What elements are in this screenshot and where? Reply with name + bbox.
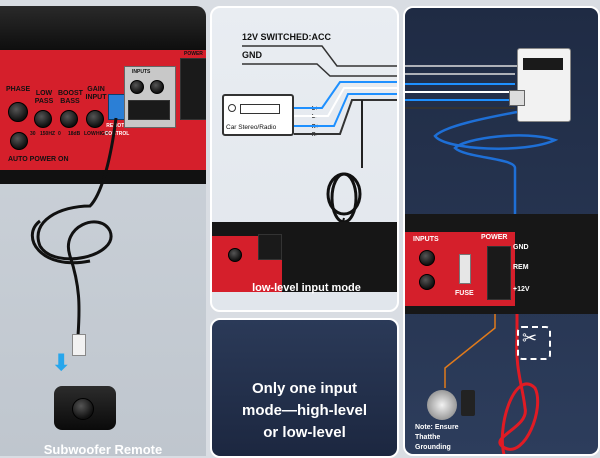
high-level-input-terminal (128, 100, 170, 120)
power-wiring-drawing (405, 65, 559, 454)
scale-gain-max: HIGH (96, 131, 109, 137)
gnd-label: GND (242, 50, 262, 60)
scale-bass-min: 0 (58, 131, 61, 137)
remote-knob[interactable] (72, 398, 94, 420)
mode-caption: low-level input mode (252, 282, 361, 294)
module-plug (509, 90, 525, 106)
power-label: POWER (184, 51, 203, 57)
scale-bass-max: 18dB (68, 131, 81, 137)
rca-right-1 (419, 250, 435, 266)
power-wiring-panel: INPUTS POWER FUSE GND REM +12V ✂ Note: E… (403, 6, 600, 456)
power-terminal (180, 58, 206, 120)
remote-cable-drawing (30, 117, 118, 337)
power-label-right: POWER (481, 234, 508, 241)
scissors-icon: ✂ (522, 328, 538, 348)
boost-bass-label: BOOST BASS (58, 90, 83, 105)
note-line-2: mode—high-level (241, 402, 368, 419)
gain-input-label: GAIN INPUT (85, 86, 107, 101)
scale-gain-min: LOW (84, 131, 96, 137)
plus12-label-right: +12V (513, 286, 530, 293)
inputs-label-right: INPUTS (413, 236, 439, 243)
phase-label: PHASE (6, 86, 31, 93)
fuse-label: FUSE (455, 290, 474, 297)
remote-plug (72, 334, 86, 356)
inputs-label: INPUTS (132, 69, 151, 75)
ground-ring-terminal (427, 390, 457, 420)
boost-bass-knob[interactable] (60, 110, 78, 128)
auto-power-on-label: AUTO POWER ON (8, 156, 69, 163)
scale-low-pass-min: 30 (30, 131, 36, 137)
note-line-1: Only one input (252, 380, 357, 397)
low-pass-knob[interactable] (34, 110, 52, 128)
mid-rca (228, 248, 242, 262)
rca-right-2 (419, 274, 435, 290)
note-line-1-right: Note: Ensure (415, 424, 459, 431)
power-terminal-right (487, 246, 511, 300)
phase-knob[interactable] (8, 102, 28, 122)
amplifier-closeup-panel: PHASE LOW PASS BOOST BASS GAIN INPUT 30 … (0, 6, 206, 456)
input-rca-left (130, 80, 144, 94)
gnd-label-right: GND (513, 244, 529, 251)
low-pass-label: LOW PASS (34, 90, 54, 105)
cut-marker (517, 326, 551, 360)
down-arrow-icon: ⬇ (52, 350, 71, 375)
note-line-3: or low-level (263, 424, 346, 441)
module-terminal (523, 58, 563, 70)
stereo-label: Car Stereo/Radio (226, 124, 277, 131)
input-mode-note-panel: Only one input mode—high-level or low-le… (210, 318, 399, 458)
fuse (459, 254, 471, 284)
rem-label-right: REM (513, 264, 529, 271)
note-line-2-right: Thatthe (415, 434, 441, 441)
input-rca-right (150, 80, 164, 94)
stereo-display (240, 104, 280, 114)
auto-power-knob[interactable] (10, 132, 28, 150)
acc-label: 12V SWITCHED:ACC (242, 32, 332, 42)
stereo-knob[interactable] (228, 104, 236, 112)
mid-terminal (258, 234, 282, 260)
gain-input-knob[interactable] (86, 110, 104, 128)
scale-low-pass-max: 150HZ (40, 131, 56, 137)
ground-screw (461, 390, 475, 416)
remote-control-label: REMOTE CONTROL (104, 123, 130, 137)
amplifier-body-top (0, 6, 206, 50)
low-level-wiring-panel: 12V SWITCHED:ACC GND Car Stereo/Radio L+… (210, 6, 399, 312)
left-caption: Subwoofer Remote (43, 442, 163, 456)
car-stereo (222, 94, 294, 136)
note-line-3-right: Grounding (415, 444, 451, 451)
